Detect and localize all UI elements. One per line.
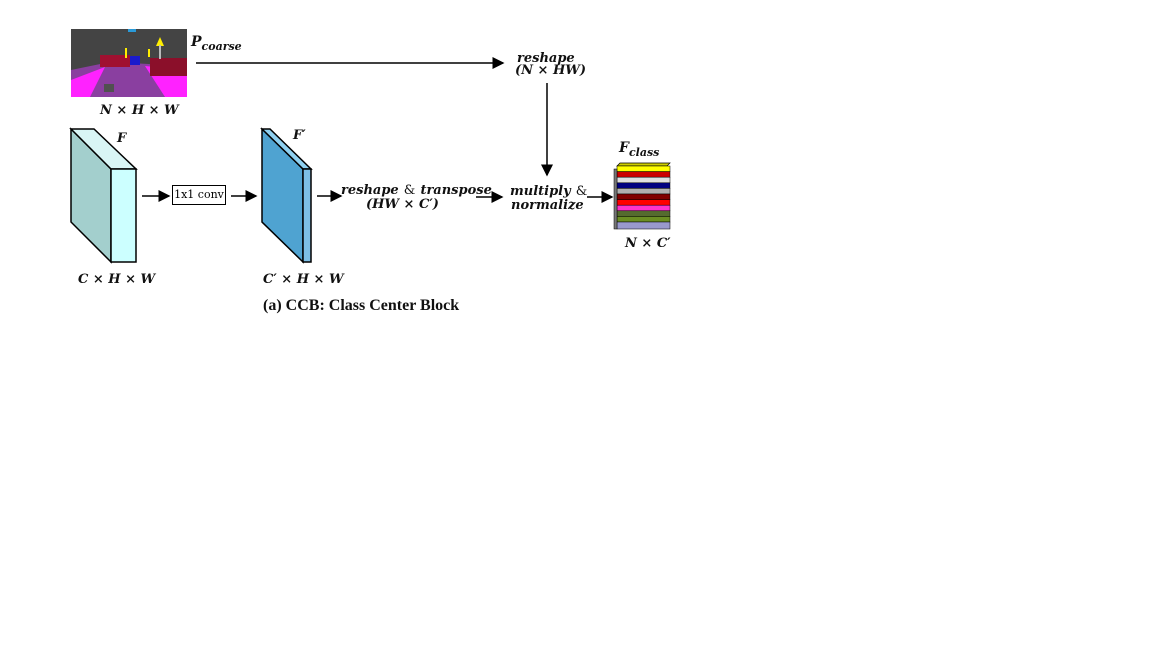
reshape-transpose-dims: (HW × C′) [366, 197, 439, 212]
conv-box: 1x1 conv [172, 185, 226, 205]
reshape-top-label: reshape [517, 51, 575, 66]
feature-block-fprime [260, 127, 313, 264]
multiply-label: multiply & [510, 184, 588, 199]
ncp-label: N × C′ [625, 236, 671, 251]
cphw-label: C′ × H × W [263, 272, 344, 287]
nhw-label: N × H × W [100, 103, 179, 118]
p-coarse-label: Pcoarse [191, 34, 242, 53]
segmentation-thumbnail [71, 29, 187, 97]
chw-label: C × H × W [78, 272, 156, 287]
class-center-stack [613, 162, 671, 230]
figure-caption: (a) CCB: Class Center Block [263, 297, 460, 314]
f-label: F [117, 131, 127, 146]
reshape-top-dims: (N × HW) [515, 63, 587, 78]
reshape-transpose-label: reshape & transpose [341, 183, 492, 198]
f-class-label: Fclass [619, 140, 660, 159]
feature-block-f [69, 127, 138, 264]
normalize-label: normalize [511, 198, 584, 213]
fprime-label: F′ [293, 128, 306, 143]
